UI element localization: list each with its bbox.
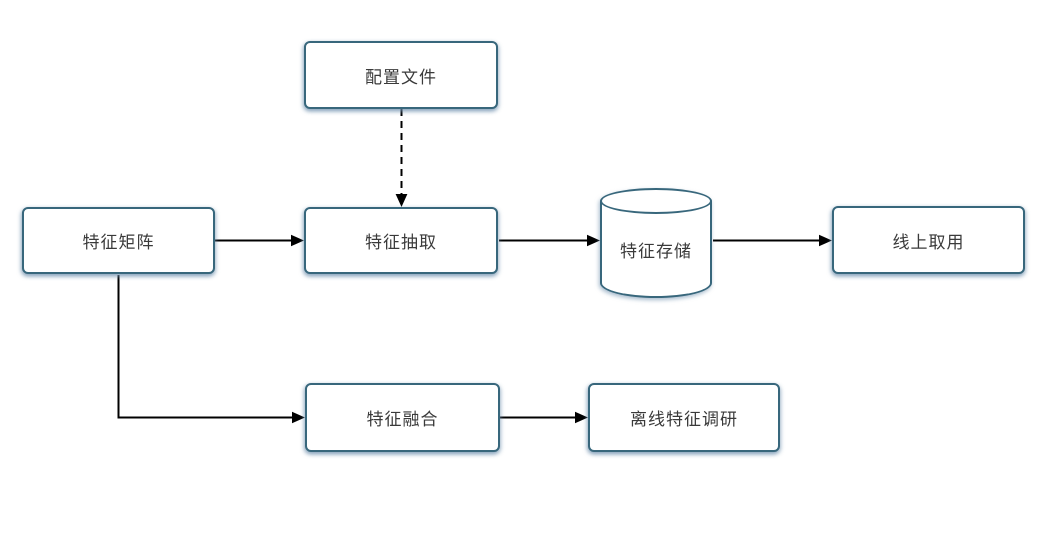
node-matrix: 特征矩阵 [22, 207, 215, 274]
cylinder-body [600, 201, 712, 298]
node-matrix-label: 特征矩阵 [82, 233, 155, 252]
node-fusion-label: 特征融合 [366, 410, 439, 429]
edge-storage-online [713, 234, 832, 247]
node-storage: 特征存储 [600, 188, 712, 298]
node-online: 线上取用 [832, 206, 1025, 274]
node-extract: 特征抽取 [304, 207, 498, 274]
edge-config-extract [395, 109, 408, 207]
edge-matrix-fusion [117, 275, 305, 424]
edge-fusion-research [500, 411, 588, 424]
node-config-label: 配置文件 [365, 67, 437, 87]
edge-extract-storage [499, 234, 600, 247]
cylinder-top-ellipse [600, 188, 712, 214]
edge-matrix-extract [215, 234, 304, 247]
node-storage-label: 特征存储 [620, 241, 692, 261]
node-research-label: 离线特征调研 [630, 410, 738, 429]
node-extract-label: 特征抽取 [365, 233, 437, 252]
node-fusion: 特征融合 [305, 383, 500, 452]
node-config: 配置文件 [304, 41, 498, 109]
node-research: 离线特征调研 [588, 383, 780, 452]
node-online-label: 线上取用 [892, 232, 965, 252]
